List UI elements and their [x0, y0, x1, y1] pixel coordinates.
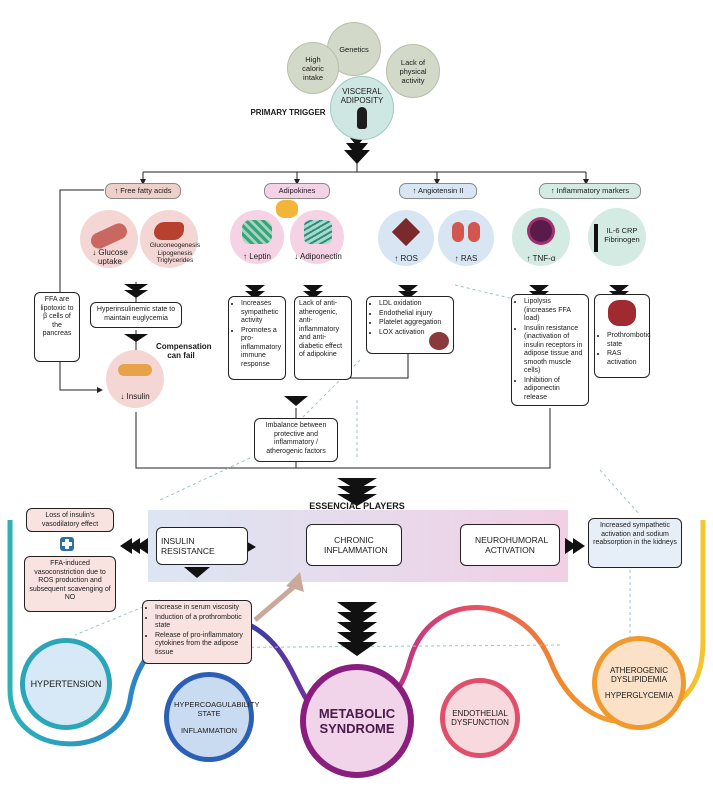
ras-label: ↑ RAS: [454, 254, 478, 263]
loss-insulin-box: Loss of insulin's vasodilatory effect: [26, 508, 114, 532]
ros-effect-1: LDL oxidation: [379, 300, 449, 309]
angiotensin-pill: ↑ Angiotensin II: [399, 183, 477, 199]
visceral-adiposity-circle: VISCERAL ADIPOSITY: [330, 76, 394, 140]
glucose-uptake-label: ↓ Glucose uptake: [92, 248, 128, 266]
tnf-effects-box: Lipolysis (increases FFA load) Insulin r…: [511, 294, 589, 406]
ros-icon: [378, 210, 434, 266]
neurohumoral-box: NEUROHUMORAL ACTIVATION: [460, 524, 560, 566]
adipose-cluster-icon: [276, 200, 298, 218]
pancreas-icon: [106, 350, 164, 408]
hypercoagulability-circle: HYPERCOAGULABILITY STATE INFLAMMATION: [164, 672, 260, 762]
plaque-icon: [429, 332, 449, 350]
insulin-resistance-label: INSULIN RESISTANCE: [161, 536, 215, 556]
imbalance-text: Imbalance between protective and inflamm…: [265, 422, 327, 455]
ros-effect-2: Endothelial injury: [379, 310, 449, 319]
leptin-effects-box: Increases sympathetic activity Promotes …: [228, 296, 286, 380]
liver-label: Gluconeogenesis Lipogenesis Triglyceride…: [149, 242, 201, 264]
kidney-icon: [438, 210, 494, 266]
atherogenic-circle: ATHEROGENIC DYSLIPIDEMIA HYPERGLYCEMIA: [592, 636, 686, 730]
il6-effects-box: Prothrombotic state RAS activation: [594, 294, 651, 378]
hypercoag-label: HYPERCOAGULABILITY STATE: [174, 699, 260, 718]
serum-effect-3: Release of pro-inflammatory cytokines fr…: [155, 632, 247, 658]
leptin-label: ↑ Leptin: [242, 252, 272, 261]
loss-insulin-text: Loss of insulin's vasodilatory effect: [41, 512, 99, 528]
insulin-label: ↓ Insulin: [120, 392, 150, 401]
adiponectin-effects-box: Lack of anti-atherogenic, anti-inflammat…: [294, 296, 352, 380]
hyperglycemia-label: HYPERGLYCEMIA: [604, 690, 674, 700]
metabolic-label-1: METABOLIC: [318, 706, 396, 721]
hyperinsulinemic-box: Hyperinsulinemic state to maintain eugly…: [90, 302, 182, 328]
leptin-icon: [230, 210, 284, 264]
ros-effects-box: LDL oxidation Endothelial injury Platele…: [366, 296, 454, 354]
il6-effect-1: Prothrombotic state: [607, 332, 651, 349]
inflammatory-pill: ↑ Inflammatory markers: [539, 183, 641, 199]
neurohumoral-label: NEUROHUMORAL ACTIVATION: [475, 535, 549, 555]
chevrons: [120, 138, 629, 656]
lack-activity-circle: Lack of physical activity: [386, 44, 440, 98]
ros-effect-3: Platelet aggregation: [379, 319, 449, 328]
adiponectin-effects-text: Lack of anti-atherogenic, anti-inflammat…: [299, 300, 343, 358]
adiponectin-icon: [290, 210, 344, 264]
essential-players-title: ESSENCIAL PLAYERS: [309, 501, 405, 511]
muscle-icon: [80, 210, 138, 268]
ffa-vasoconstriction-box: FFA-induced vasoconstriction due to ROS …: [24, 556, 116, 612]
hypertension-label: HYPERTENSION: [30, 679, 102, 689]
leptin-effect-1: Increases sympathetic activity: [241, 300, 281, 326]
ros-effect-4: LOX activation: [379, 329, 449, 338]
hyperinsulinemic-text: Hyperinsulinemic state to maintain eugly…: [96, 306, 176, 322]
plus-icon: [60, 537, 74, 551]
high-caloric-label: High caloric intake: [302, 54, 324, 82]
serum-effects-box: Increase in serum viscosity Induction of…: [142, 600, 252, 664]
sympathetic-box: Increased sympathetic activation and sod…: [588, 518, 682, 568]
adiponectin-label: ↓ Adiponectin: [294, 252, 342, 261]
lack-activity-label: Lack of physical activity: [399, 57, 427, 85]
sympathetic-text: Increased sympathetic activation and sod…: [593, 522, 677, 546]
compensation-label: Compensation can fail: [156, 342, 212, 360]
chronic-inflammation-box: CHRONIC INFLAMMATION: [306, 524, 402, 566]
tnf-effect-3: Inhibition of adiponectin release: [524, 377, 584, 403]
inflammation-label: INFLAMMATION: [180, 725, 238, 735]
insulin-resistance-box: INSULIN RESISTANCE: [156, 527, 248, 565]
serum-effect-2: Induction of a prothrombotic state: [155, 614, 247, 631]
leptin-effect-2: Promotes a pro-inflammatory immune respo…: [241, 327, 281, 370]
metabolic-label-2: SYNDROME: [319, 721, 395, 736]
liver-icon: [140, 210, 198, 268]
atherogenic-label: ATHEROGENIC DYSLIPIDEMIA: [609, 665, 669, 685]
metabolic-syndrome-circle: METABOLIC SYNDROME: [300, 664, 414, 778]
primary-trigger-label: PRIMARY TRIGGER: [250, 108, 326, 117]
endothelial-circle: ENDOTHELIAL DYSFUNCTION: [440, 678, 520, 758]
tnf-effect-1: Lipolysis (increases FFA load): [524, 298, 584, 324]
adipokines-pill: Adipokines: [264, 183, 330, 199]
ffa-vasoconstriction-text: FFA-induced vasoconstriction due to ROS …: [29, 560, 111, 601]
genetics-label: Genetics: [339, 44, 369, 54]
high-caloric-circle: High caloric intake: [287, 42, 339, 94]
tnf-label: ↑ TNF-α: [526, 254, 556, 263]
il6-effect-2: RAS activation: [607, 350, 645, 367]
chronic-inflammation-label: CHRONIC INFLAMMATION: [324, 535, 388, 555]
ros-label: ↑ ROS: [394, 254, 418, 263]
imbalance-box: Imbalance between protective and inflamm…: [254, 418, 338, 462]
ffa-lipotoxic-box: FFA are lipotoxic to β cells of the panc…: [34, 292, 80, 362]
tnf-effect-2: Insulin resistance (inactivation of insu…: [524, 325, 584, 376]
il6-icon: [588, 208, 646, 266]
endothelial-label: ENDOTHELIAL DYSFUNCTION: [451, 708, 509, 728]
tnf-icon: [512, 208, 570, 266]
visceral-label: VISCERAL ADIPOSITY: [340, 87, 384, 105]
serum-effect-1: Increase in serum viscosity: [155, 604, 247, 613]
body-icon: [357, 107, 367, 129]
clot-icon: [608, 300, 636, 326]
ffa-lipotoxic-text: FFA are lipotoxic to β cells of the panc…: [40, 296, 74, 337]
hypertension-circle: HYPERTENSION: [20, 638, 112, 730]
il6-label: IL-6 CRP Fibrinogen: [604, 226, 640, 244]
ffa-pill: ↑ Free fatty acids: [105, 183, 181, 199]
